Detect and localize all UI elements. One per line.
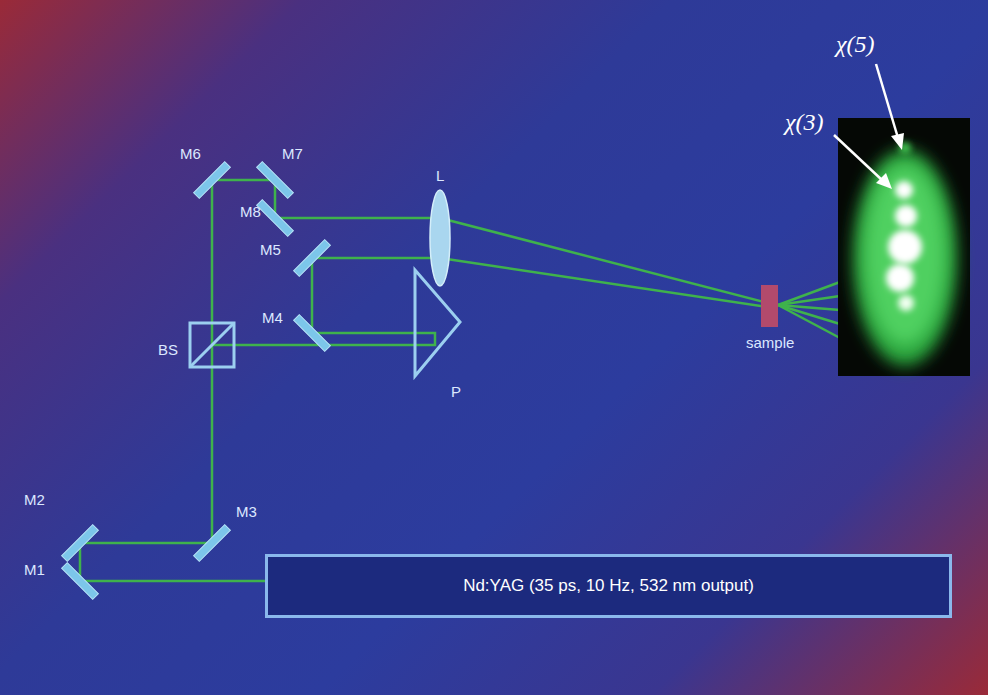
laser-box: Nd:YAG (35 ps, 10 Hz, 532 nm output) [265, 554, 952, 618]
mirror-label: M2 [24, 492, 45, 509]
lens [430, 190, 450, 286]
lens-label: L [436, 168, 444, 185]
mirror-label: M5 [260, 242, 281, 259]
mirror-label: M7 [282, 146, 303, 163]
sample-label: sample [746, 335, 794, 352]
laser-beam [80, 180, 840, 581]
order-label: χ(5) [836, 31, 875, 57]
mirror-label: M4 [262, 310, 283, 327]
order-label: χ(3) [785, 109, 824, 135]
mirror-label: M1 [24, 562, 45, 579]
mirror-label: M6 [180, 146, 201, 163]
mirror [62, 162, 331, 600]
beam-splitter [190, 323, 234, 367]
prism [415, 270, 460, 376]
laser-label: Nd:YAG (35 ps, 10 Hz, 532 nm output) [463, 576, 754, 596]
mirror-label: M3 [236, 504, 257, 521]
splitter-label: BS [158, 342, 178, 359]
sample-cell [761, 285, 778, 327]
prism-label: P [451, 384, 461, 401]
mirror-label: M8 [240, 204, 261, 221]
callout-arrow [834, 64, 904, 189]
